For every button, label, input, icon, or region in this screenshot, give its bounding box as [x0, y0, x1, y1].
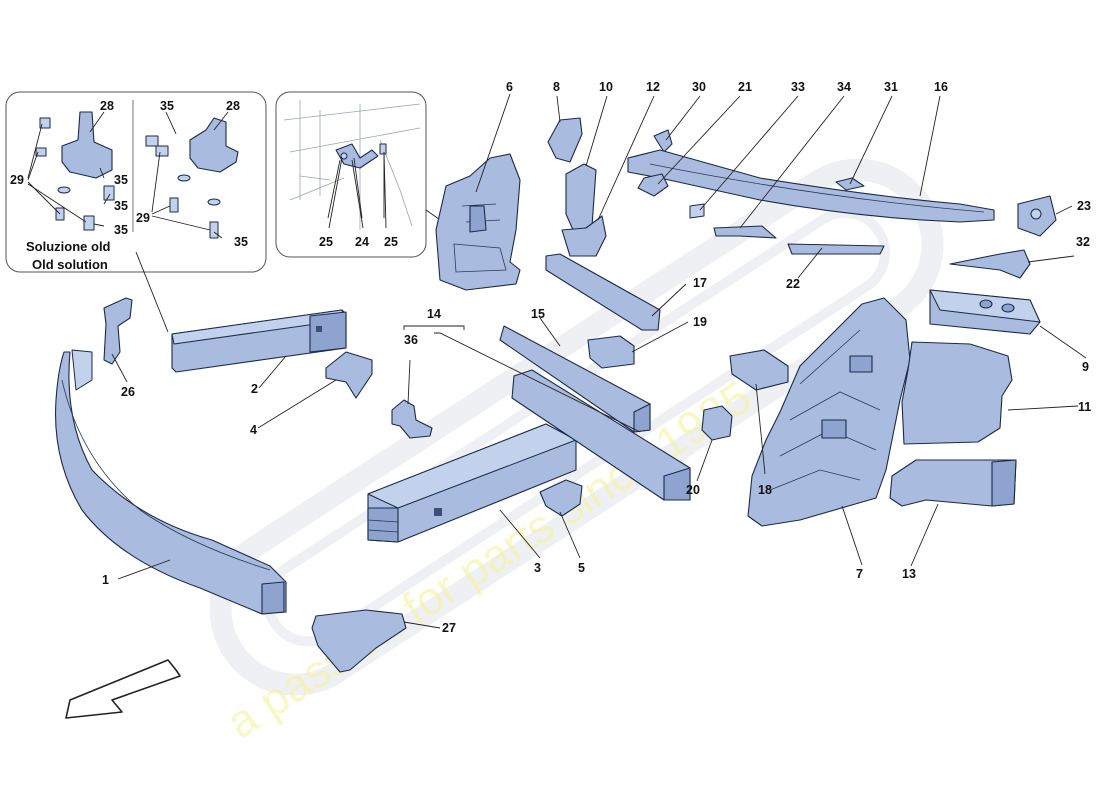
- front-direction-arrow-icon: [65, 659, 181, 719]
- part-5-bracket: [539, 479, 583, 517]
- callout-31: 31: [884, 80, 898, 94]
- part-14-lower-rail: [511, 369, 691, 501]
- part-2-frame-rail: [171, 309, 347, 373]
- callout-28b: 28: [226, 99, 240, 113]
- part-26-bracket: [103, 297, 133, 365]
- callout-24: 24: [355, 235, 369, 249]
- callout-16: 16: [934, 80, 948, 94]
- callout-35c: 35: [114, 223, 128, 237]
- callout-9: 9: [1082, 360, 1089, 374]
- part-30-clip: [653, 129, 673, 153]
- part-27-plate: [311, 609, 407, 673]
- leader-lines: [111, 93, 1087, 629]
- part-33-clip: [689, 203, 705, 219]
- part-3-main-rail: [367, 423, 577, 543]
- part-21-bracket: [637, 173, 669, 197]
- part-19-piece: [587, 335, 635, 369]
- inset-caption-english: Old solution: [32, 257, 108, 272]
- callouts: 1 2 3 4 5 6 7 8 9 10 11 12 13 14 15 16 1…: [10, 80, 1091, 635]
- part-15-rail: [499, 325, 651, 433]
- inset-old-solution: Soluzione old Old solution: [5, 91, 267, 273]
- callout-14: 14: [427, 307, 441, 321]
- part-32-strip: [949, 249, 1031, 279]
- callout-22: 22: [786, 277, 800, 291]
- callout-5: 5: [578, 561, 585, 575]
- callout-35a: 35: [114, 173, 128, 187]
- callout-26: 26: [121, 385, 135, 399]
- part-8-piece: [547, 117, 583, 163]
- part-36-bracket: [391, 399, 433, 439]
- part-22-strip: [787, 243, 885, 255]
- callout-3: 3: [534, 561, 541, 575]
- callout-29a: 29: [10, 173, 24, 187]
- callout-36: 36: [404, 333, 418, 347]
- part-11-panel: [901, 341, 1013, 445]
- callout-18: 18: [758, 483, 772, 497]
- callout-25a: 25: [319, 235, 333, 249]
- callout-21: 21: [738, 80, 752, 94]
- callout-30: 30: [692, 80, 706, 94]
- part-23-mount: [1017, 195, 1057, 237]
- callout-8: 8: [553, 80, 560, 94]
- callout-29b: 29: [136, 211, 150, 225]
- part-7-rear-side-frame: [747, 297, 911, 527]
- callout-28a: 28: [100, 99, 114, 113]
- callout-12: 12: [646, 80, 660, 94]
- part-12-panel: [561, 215, 607, 257]
- part-18-box: [729, 349, 789, 391]
- callout-19: 19: [693, 315, 707, 329]
- callout-32: 32: [1076, 235, 1090, 249]
- callout-13: 13: [902, 567, 916, 581]
- callout-6: 6: [506, 80, 513, 94]
- callout-10: 10: [599, 80, 613, 94]
- callout-25b: 25: [384, 235, 398, 249]
- callout-15: 15: [531, 307, 545, 321]
- part-17-rail: [545, 253, 661, 331]
- callout-20: 20: [686, 483, 700, 497]
- callout-17: 17: [693, 276, 707, 290]
- part-13-duct: [889, 459, 1017, 507]
- part-6-front-bulkhead: [435, 153, 521, 291]
- part-10-panel: [565, 163, 597, 233]
- callout-35d: 35: [160, 99, 174, 113]
- inset-detail-view: [275, 91, 427, 258]
- callout-35e: 35: [234, 235, 248, 249]
- part-20-block: [701, 405, 733, 441]
- part-9-box: [929, 289, 1041, 335]
- callout-23: 23: [1077, 199, 1091, 213]
- part-1-front-crossmember: [55, 349, 287, 615]
- part-4-bracket: [325, 351, 373, 399]
- callout-4: 4: [250, 423, 257, 437]
- callout-34: 34: [837, 80, 851, 94]
- callout-11: 11: [1078, 400, 1091, 414]
- part-16-rear-crossmember: [627, 149, 995, 223]
- callout-1: 1: [102, 573, 109, 587]
- callout-7: 7: [856, 567, 863, 581]
- callout-33: 33: [791, 80, 805, 94]
- callout-35b: 35: [114, 199, 128, 213]
- callout-2: 2: [251, 382, 258, 396]
- part-34-strip: [713, 225, 777, 239]
- callout-27: 27: [442, 621, 456, 635]
- inset-caption-italian: Soluzione old: [26, 239, 111, 254]
